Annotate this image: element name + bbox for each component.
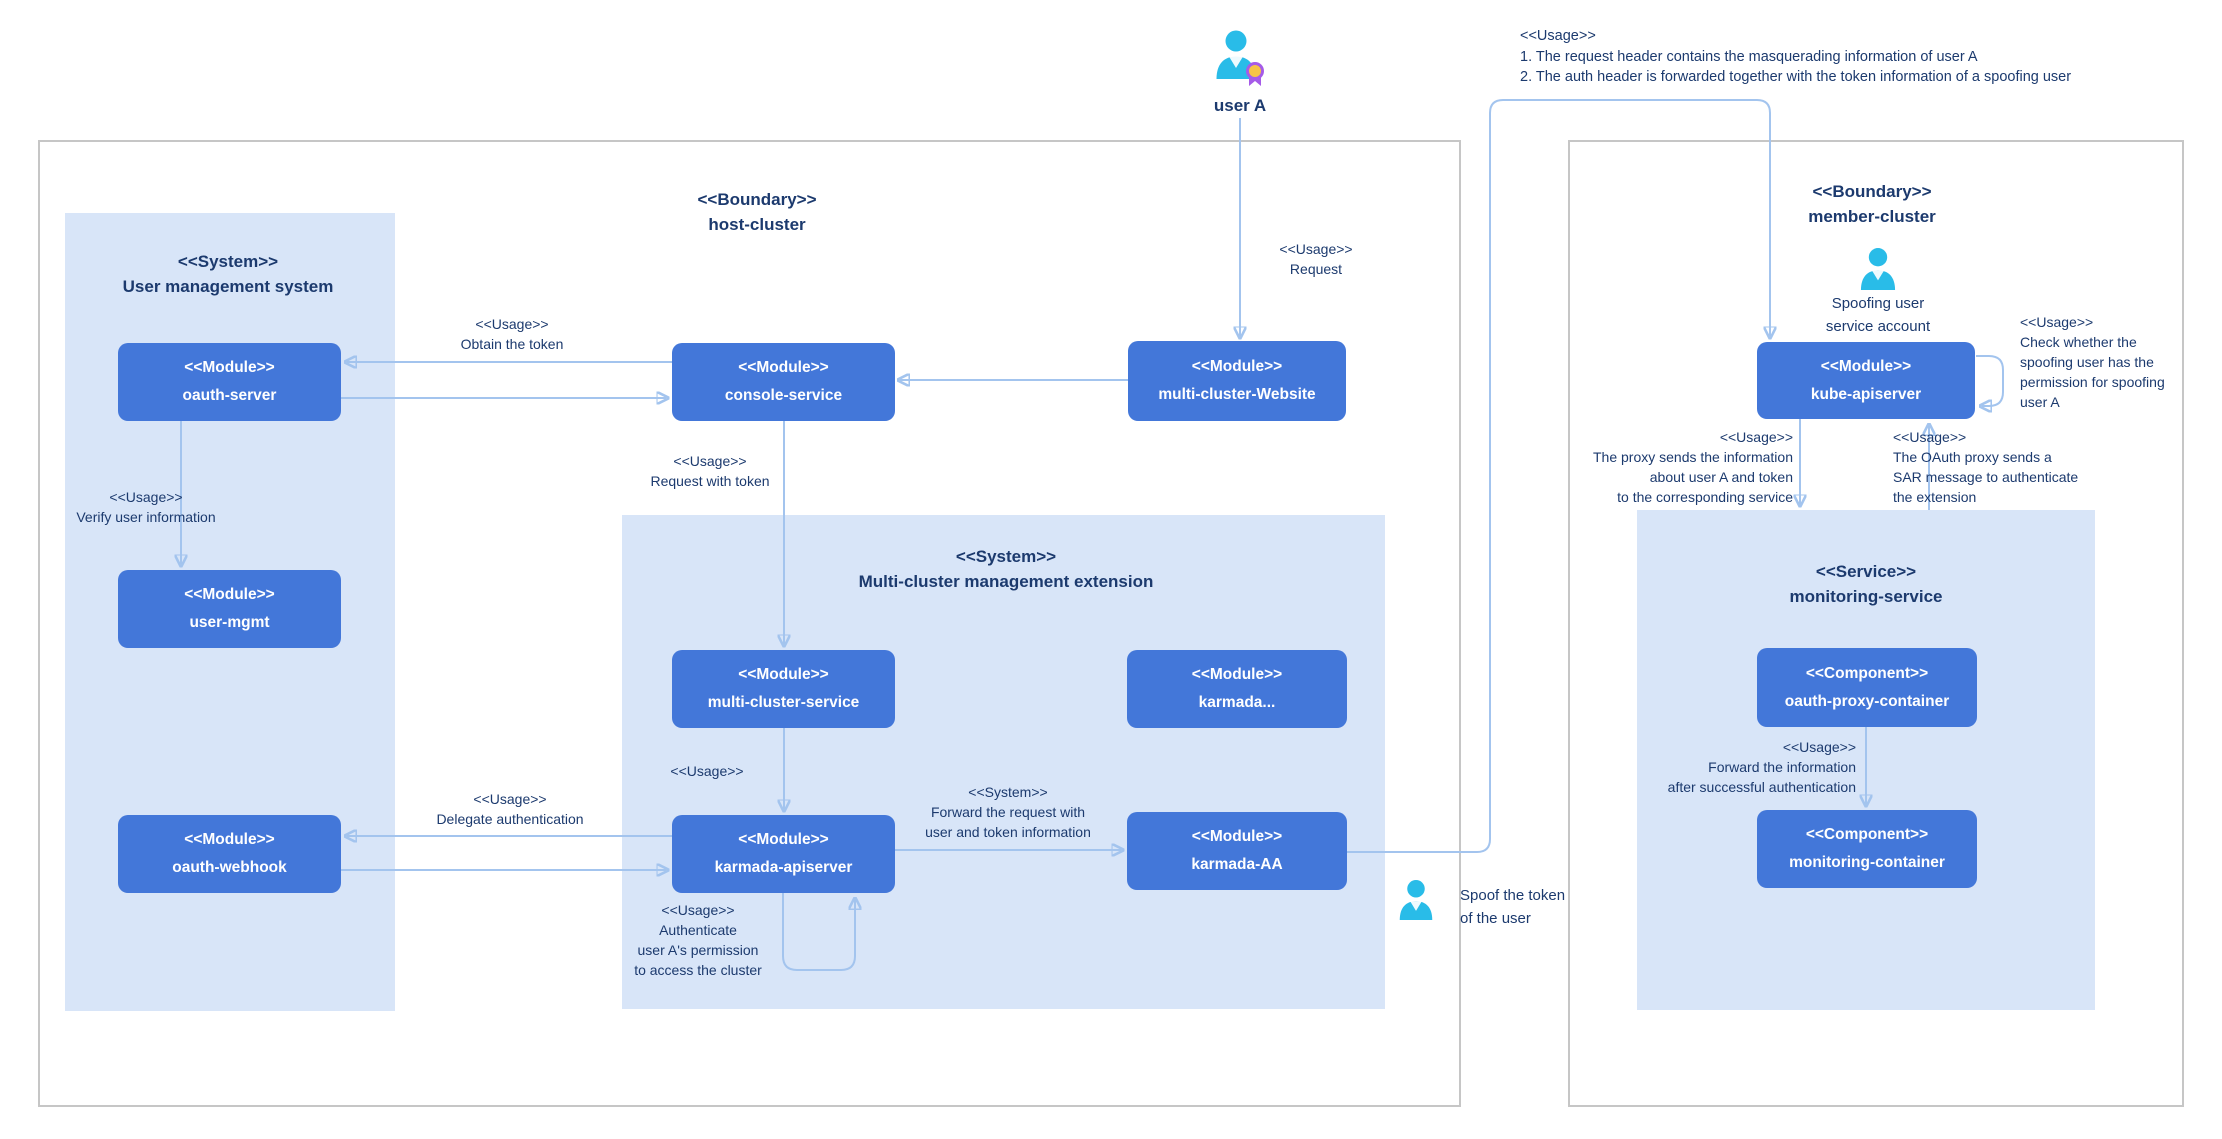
user-a-label: user A: [1213, 96, 1267, 115]
module-karmada-apiserver[interactable]: <<Module>> karmada-apiserver: [672, 815, 895, 893]
component-oauth-proxy-container[interactable]: <<Component>> oauth-proxy-container: [1757, 648, 1977, 727]
module-kube-apiserver[interactable]: <<Module>> kube-apiserver: [1757, 342, 1975, 419]
spoof-token-label: Spoof the token of the user: [1460, 887, 1566, 928]
spoofing-user-icon[interactable]: [1857, 246, 1899, 292]
label-usage-authenticate: <<Usage>> Authenticate user A's permissi…: [634, 902, 762, 978]
label-usage-check-spoofing: <<Usage>> Check whether the spoofing use…: [2020, 314, 2165, 410]
label-usage-verify-user: <<Usage>> Verify user information: [76, 489, 216, 525]
label-usage-sar-message: <<Usage>> The OAuth proxy sends a SAR me…: [1893, 429, 2079, 505]
label-usage-top-right: <<Usage>> 1. The request header contains…: [1520, 28, 2072, 86]
spoof-token-user-icon[interactable]: [1396, 878, 1436, 922]
monitoring-service-title: <<Service>> monitoring-service: [1789, 562, 1943, 606]
extension-title: <<System>> Multi-cluster management exte…: [858, 547, 1154, 591]
user-management-system-title: <<System>> User management system: [122, 252, 334, 296]
component-monitoring-container[interactable]: <<Component>> monitoring-container: [1757, 810, 1977, 888]
label-usage-proxy-sends: <<Usage>> The proxy sends the informatio…: [1593, 429, 1793, 505]
member-cluster-title: <<Boundary>> member-cluster: [1808, 182, 1936, 226]
label-usage-forward-info: <<Usage>> Forward the information after …: [1667, 739, 1856, 795]
module-multi-cluster-website[interactable]: <<Module>> multi-cluster-Website: [1128, 341, 1346, 421]
label-usage-delegate-auth: <<Usage>> Delegate authentication: [436, 791, 584, 827]
connector-kube-apiserver-self-loop: [1976, 355, 2004, 406]
label-system-forward-request: <<System>> Forward the request with user…: [925, 784, 1091, 840]
connector-karmada-aa-to-kube-apiserver: [1347, 99, 1770, 853]
connector-karmada-apiserver-self-loop: [782, 893, 855, 971]
label-usage-request: <<Usage>> Request: [1279, 241, 1353, 277]
module-oauth-server[interactable]: <<Module>> oauth-server: [118, 343, 341, 421]
module-karmada-aa[interactable]: <<Module>> karmada-AA: [1127, 812, 1347, 890]
module-karmada-ellipsis[interactable]: <<Module>> karmada...: [1127, 650, 1347, 728]
user-a-icon[interactable]: [1212, 28, 1268, 90]
label-usage-request-with-token: <<Usage>> Request with token: [650, 453, 770, 489]
spoofing-user-label: Spoofing user service account: [1825, 295, 1931, 336]
module-user-mgmt[interactable]: <<Module>> user-mgmt: [118, 570, 341, 648]
panel-multi-cluster-management-extension: [622, 515, 1385, 1009]
host-cluster-title: <<Boundary>> host-cluster: [697, 190, 817, 234]
module-console-service[interactable]: <<Module>> console-service: [672, 343, 895, 421]
label-usage-obtain-token: <<Usage>> Obtain the token: [460, 316, 564, 352]
module-oauth-webhook[interactable]: <<Module>> oauth-webhook: [118, 815, 341, 893]
module-multi-cluster-service[interactable]: <<Module>> multi-cluster-service: [672, 650, 895, 728]
award-medal-icon: [1246, 62, 1264, 80]
label-usage-mcs: <<Usage>>: [670, 763, 744, 779]
